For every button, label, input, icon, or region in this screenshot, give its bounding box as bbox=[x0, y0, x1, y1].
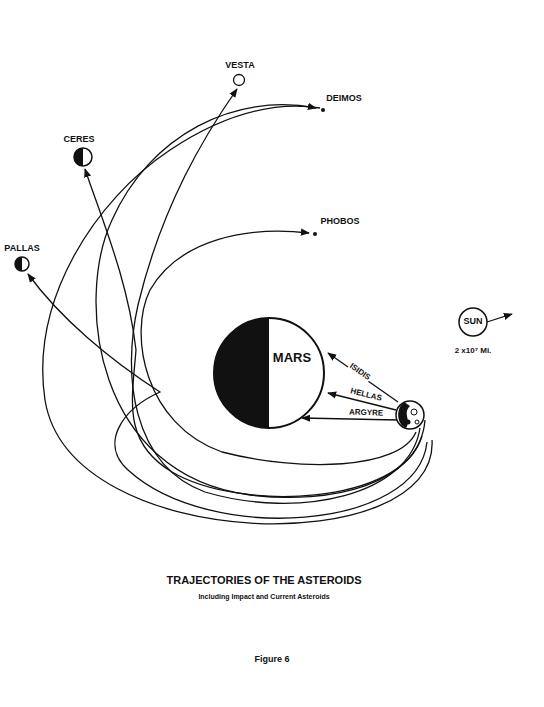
ceres-shade bbox=[74, 148, 83, 166]
vesta-body bbox=[234, 75, 245, 86]
phobos-body bbox=[313, 232, 317, 236]
mars-disc bbox=[214, 318, 324, 428]
mars-night-side bbox=[214, 318, 269, 428]
trajectory-line bbox=[43, 106, 432, 524]
body-name: 2 x10⁷ Mi. bbox=[455, 347, 492, 356]
body-name: PHOBOS bbox=[320, 217, 359, 227]
trajectory-line bbox=[28, 274, 427, 518]
crater bbox=[415, 420, 419, 424]
asteroid-label: CERES bbox=[63, 135, 94, 145]
trajectory-line bbox=[85, 169, 422, 496]
moon-label: DEIMOS bbox=[326, 94, 362, 104]
deimos-body bbox=[321, 108, 325, 112]
subtitle: Including Impact and Current Asteroids bbox=[198, 593, 329, 601]
sun-label: SUN bbox=[463, 317, 482, 327]
crater bbox=[406, 420, 411, 425]
impact-asteroid bbox=[396, 401, 424, 429]
body-name: CERES bbox=[63, 135, 94, 145]
body-name: PALLAS bbox=[4, 244, 39, 254]
trajectory-line bbox=[96, 105, 425, 498]
figure-caption: Figure 6 bbox=[254, 655, 289, 665]
asteroid-label: VESTA bbox=[225, 61, 254, 71]
pallas-shade bbox=[15, 257, 22, 271]
impact-basin-label: HELLAS bbox=[348, 387, 383, 404]
sun-label: 2 x10⁷ Mi. bbox=[455, 347, 492, 356]
body-name: VESTA bbox=[225, 61, 254, 71]
impact-basin-label: ARGYRE bbox=[348, 408, 385, 418]
crater bbox=[411, 409, 417, 415]
trajectory-line bbox=[131, 89, 420, 503]
pallas-body bbox=[15, 257, 29, 271]
trajectory-line bbox=[141, 231, 416, 464]
moon-label: PHOBOS bbox=[320, 217, 359, 227]
diagram-title: TRAJECTORIES OF THE ASTEROIDS bbox=[167, 574, 362, 586]
body-name: DEIMOS bbox=[326, 94, 362, 104]
impact-asteroid-shade bbox=[398, 402, 410, 428]
planet-label: MARS bbox=[273, 351, 311, 365]
impact-basin-label: ISIDIS bbox=[347, 361, 373, 383]
ceres-body bbox=[74, 148, 92, 166]
sun-circle bbox=[459, 308, 487, 336]
asteroid-label: PALLAS bbox=[4, 244, 39, 254]
body-name: SUN bbox=[463, 317, 482, 327]
sun-arrow bbox=[487, 314, 512, 322]
body-name: MARS bbox=[273, 351, 311, 365]
